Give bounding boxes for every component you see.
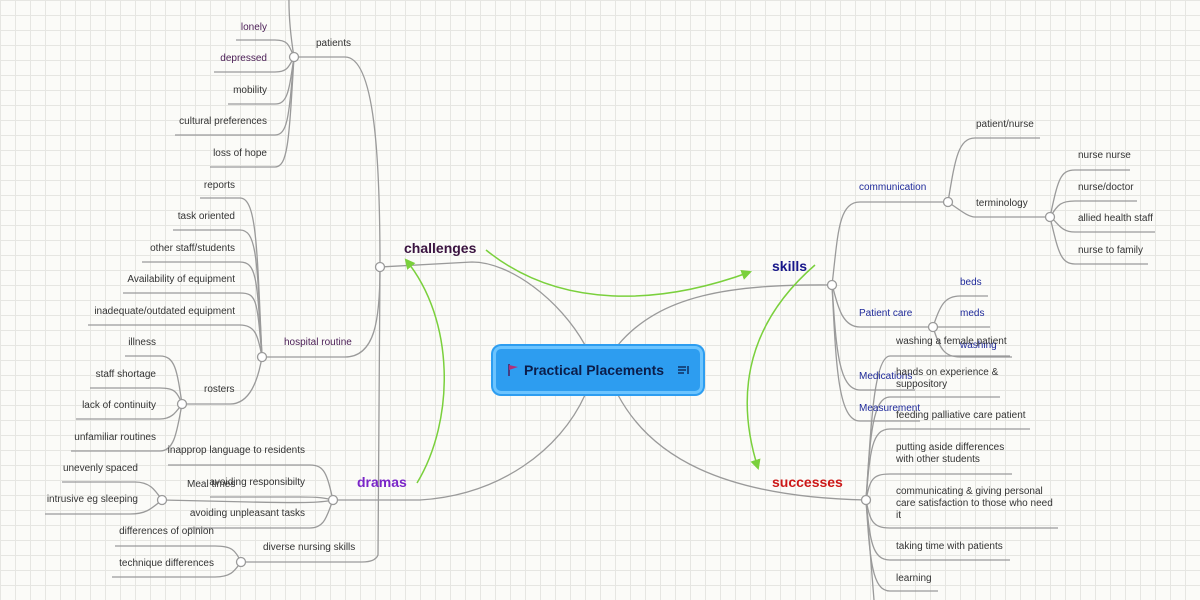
- topic-item[interactable]: lonely: [240, 22, 267, 33]
- connector-central-skills: [617, 284, 833, 346]
- topic-item[interactable]: lack of continuity: [82, 400, 156, 411]
- topic-item[interactable]: feeding palliative care patient: [896, 410, 1026, 421]
- notes-icon[interactable]: [678, 365, 690, 375]
- topic-item[interactable]: inapprop language to residents: [167, 445, 305, 456]
- central-topic-title: Practical Placements: [523, 362, 665, 378]
- topic-item[interactable]: nurse nurse: [1078, 150, 1131, 161]
- junction-skills[interactable]: [826, 279, 838, 291]
- junction-patients[interactable]: [288, 51, 300, 63]
- topic-item[interactable]: communicating & giving personal care sat…: [896, 486, 1053, 521]
- junction-dramas[interactable]: [327, 494, 339, 506]
- subtopic-patients[interactable]: patients: [316, 38, 352, 49]
- relation-arrow-challenges-skills[interactable]: [485, 249, 752, 297]
- topic-item[interactable]: nurse/doctor: [1078, 182, 1134, 193]
- relation-arrow-skills-successes[interactable]: [746, 264, 816, 471]
- topic-item[interactable]: taking time with patients: [896, 541, 1003, 552]
- junction-patient-care[interactable]: [927, 321, 939, 333]
- subtopic-patient-care[interactable]: Patient care: [859, 308, 913, 319]
- junction-communication[interactable]: [942, 196, 954, 208]
- subtopic-communication[interactable]: communication: [859, 182, 927, 193]
- topic-skills[interactable]: skills: [772, 258, 808, 274]
- topic-item[interactable]: cultural preferences: [179, 116, 267, 127]
- topic-challenges[interactable]: challenges: [404, 240, 477, 256]
- topic-item[interactable]: task oriented: [177, 211, 235, 222]
- connector-central-dramas: [333, 394, 586, 501]
- topic-item[interactable]: avoiding responsibilty: [209, 477, 305, 488]
- junction-rosters[interactable]: [176, 398, 188, 410]
- subtopic-hospital-routine[interactable]: hospital routine: [284, 337, 352, 348]
- topic-item[interactable]: beds: [960, 277, 982, 288]
- topic-item[interactable]: mobility: [233, 85, 267, 96]
- topic-item[interactable]: intrusive eg sleeping: [46, 494, 138, 505]
- topic-item[interactable]: avoiding unpleasant tasks: [189, 508, 305, 519]
- topic-dramas[interactable]: dramas: [357, 474, 407, 490]
- topic-item[interactable]: inadequate/outdated equipment: [94, 306, 235, 317]
- junction-successes[interactable]: [860, 494, 872, 506]
- topic-item[interactable]: nurse to family: [1078, 245, 1144, 256]
- topic-item[interactable]: hands on experience & suppository: [896, 367, 999, 390]
- subtopic-diverse-nursing-skills[interactable]: diverse nursing skills: [263, 542, 356, 553]
- relation-arrow-dramas-challenges[interactable]: [404, 258, 445, 484]
- topic-item[interactable]: loss of hope: [213, 148, 267, 159]
- topic-item[interactable]: washing: [960, 340, 997, 351]
- topic-item[interactable]: technique differences: [119, 558, 214, 569]
- topic-item[interactable]: patient/nurse: [976, 119, 1034, 130]
- topic-item[interactable]: putting aside differences with other stu…: [896, 442, 1005, 465]
- junction-hospital-routine[interactable]: [256, 351, 268, 363]
- subtopic-rosters[interactable]: rosters: [204, 384, 235, 395]
- central-topic[interactable]: Practical Placements: [493, 346, 703, 394]
- connector-central-successes: [617, 394, 867, 501]
- topic-item[interactable]: unevenly spaced: [62, 463, 138, 474]
- topic-item[interactable]: washing a female patient: [896, 336, 1007, 347]
- topic-item[interactable]: learning: [896, 573, 932, 584]
- flag-icon: [508, 364, 518, 376]
- topic-item[interactable]: illness: [128, 337, 156, 348]
- connector-challenges-patients: [294, 56, 381, 268]
- subtopic-measurement[interactable]: Measurement: [859, 403, 921, 414]
- topic-item[interactable]: Availability of equipment: [127, 274, 235, 285]
- connector-central-challenges: [379, 261, 586, 346]
- topic-successes[interactable]: successes: [772, 474, 843, 490]
- junction-meal-times[interactable]: [156, 494, 168, 506]
- topic-item[interactable]: staff shortage: [95, 369, 156, 380]
- subtopic-medications[interactable]: Medications: [859, 371, 913, 382]
- topic-item[interactable]: unfamiliar routines: [74, 432, 156, 443]
- topic-item[interactable]: depressed: [220, 53, 267, 64]
- junction-diverse-skills[interactable]: [235, 556, 247, 568]
- subtopic-meal-times[interactable]: Meal times: [187, 479, 236, 490]
- junction-challenges[interactable]: [374, 261, 386, 273]
- junction-terminology[interactable]: [1044, 211, 1056, 223]
- topic-item[interactable]: allied health staff: [1078, 213, 1153, 224]
- topic-item[interactable]: reports: [203, 180, 235, 191]
- topic-item[interactable]: meds: [960, 308, 985, 319]
- subtopic-terminology[interactable]: terminology: [976, 198, 1028, 209]
- topic-item[interactable]: other staff/students: [150, 243, 235, 254]
- connector-challenges-diverse-skills: [241, 266, 381, 563]
- topic-item[interactable]: differences of opinion: [119, 526, 214, 537]
